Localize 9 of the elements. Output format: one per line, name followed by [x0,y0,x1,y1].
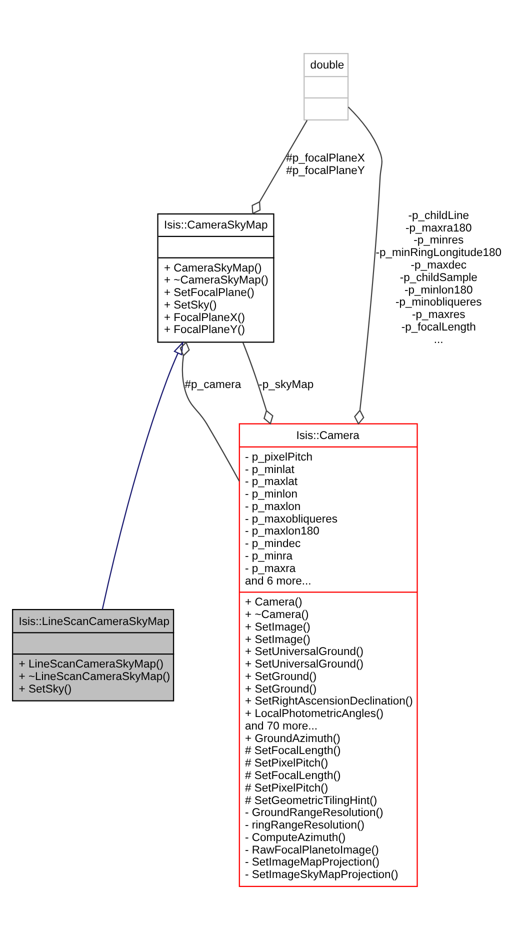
connector [252,120,308,214]
connector [180,340,240,481]
edge-label: -p_skyMap [258,378,314,390]
edge-label: #p_camera [184,378,242,390]
edge-label: #p_focalPlaneX #p_focalPlaneY [286,152,365,176]
arrow [102,340,184,609]
edge-label: -p_childLine -p_maxra180 -p_minres -p_minRingLongitude180 -p_maxdec -p_childSample -p_minlon180 -p_minobliqueres -p_maxres -p_focalLength ... [376,209,502,346]
connector [242,342,274,424]
connector [348,106,382,424]
